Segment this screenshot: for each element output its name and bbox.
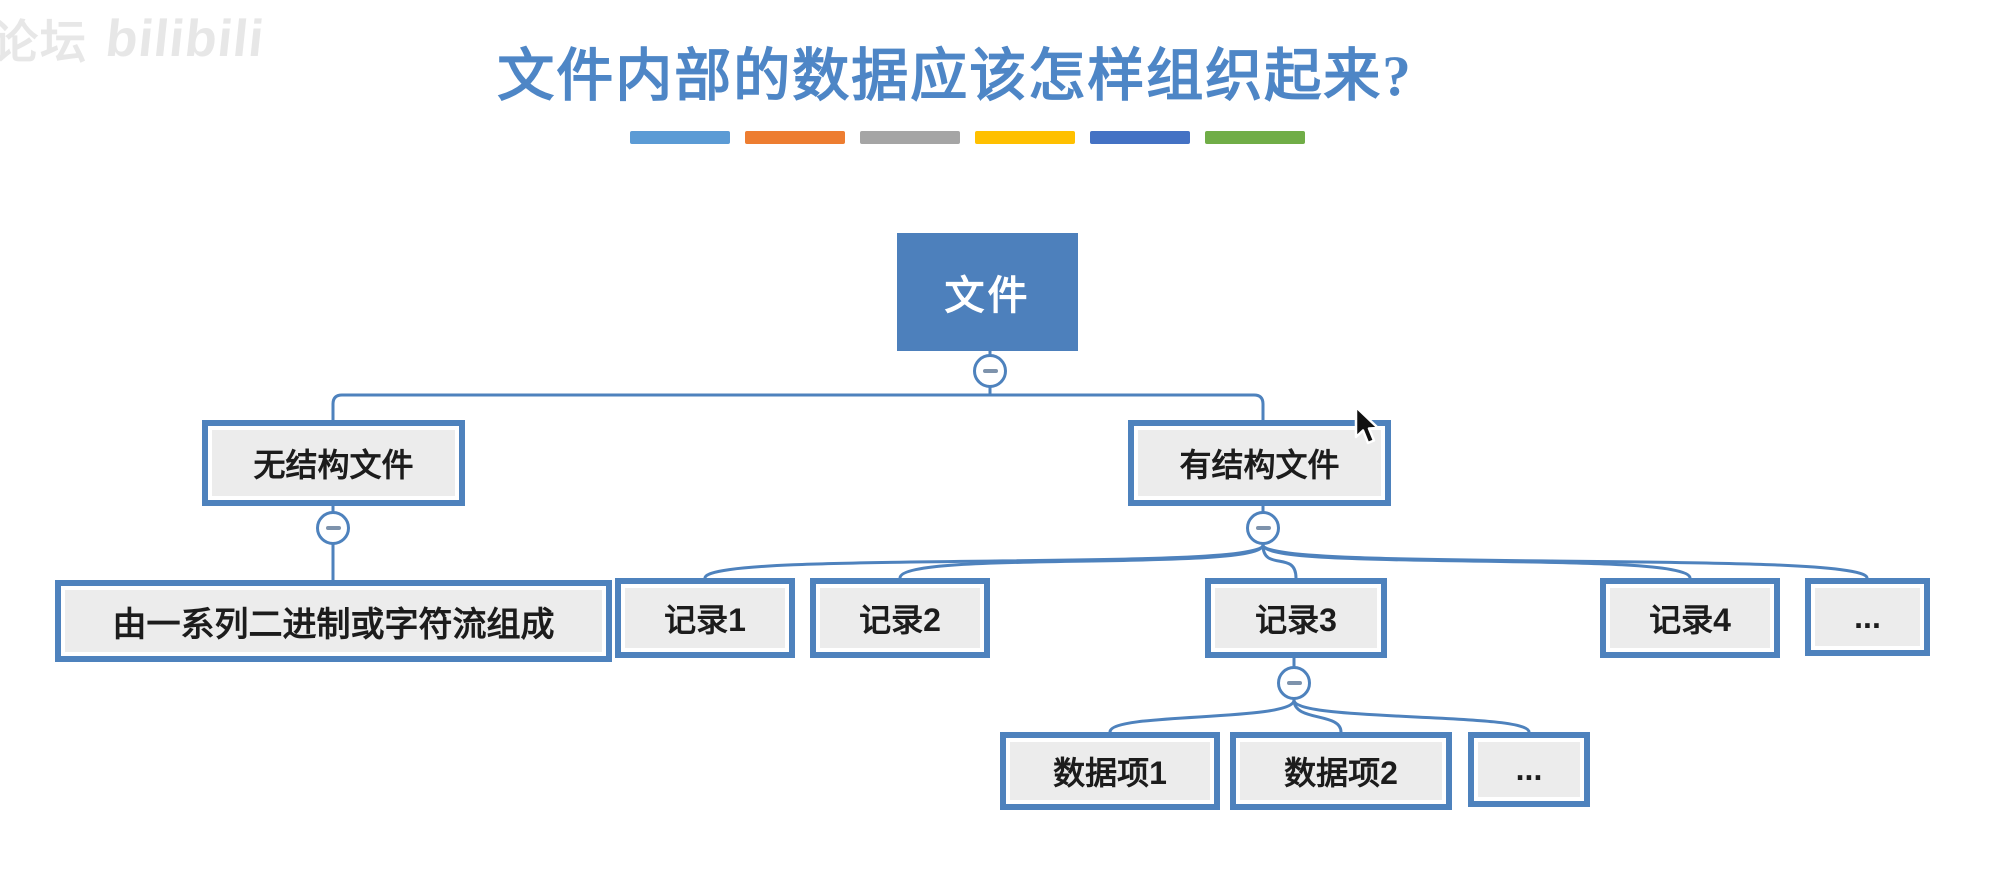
divider-segment bbox=[1205, 131, 1305, 144]
minus-icon bbox=[1255, 526, 1271, 530]
collapse-button-file[interactable] bbox=[973, 354, 1007, 388]
bilibili-watermark: 论坛 bilibili bbox=[0, 6, 267, 72]
node-structured-file: 有结构文件 bbox=[1128, 420, 1391, 506]
divider-segment bbox=[975, 131, 1075, 144]
node-record-3: 记录3 bbox=[1205, 578, 1387, 658]
node-file: 文件 bbox=[897, 233, 1078, 351]
minus-icon bbox=[325, 526, 341, 530]
node-record-1: 记录1 bbox=[615, 578, 795, 658]
watermark-cjk-text: 论坛 bbox=[0, 16, 88, 68]
node-data-item-1: 数据项1 bbox=[1000, 732, 1220, 810]
collapse-button-structured[interactable] bbox=[1246, 511, 1280, 545]
node-records-ellipsis: ... bbox=[1805, 578, 1930, 656]
node-byte-stream-description: 由一系列二进制或字符流组成 bbox=[55, 580, 612, 662]
node-data-item-2: 数据项2 bbox=[1230, 732, 1452, 810]
collapse-button-unstructured[interactable] bbox=[316, 511, 350, 545]
node-items-ellipsis: ... bbox=[1468, 732, 1590, 807]
divider-segment bbox=[1090, 131, 1190, 144]
divider-segment bbox=[745, 131, 845, 144]
divider-segment bbox=[860, 131, 960, 144]
divider-segment bbox=[630, 131, 730, 144]
collapse-button-record-3[interactable] bbox=[1277, 666, 1311, 700]
node-unstructured-file: 无结构文件 bbox=[202, 420, 465, 506]
arrow-cursor-icon bbox=[1354, 405, 1380, 445]
title-divider-bar bbox=[630, 131, 1305, 144]
minus-icon bbox=[982, 369, 998, 373]
node-record-2: 记录2 bbox=[810, 578, 990, 658]
node-record-4: 记录4 bbox=[1600, 578, 1780, 658]
minus-icon bbox=[1286, 681, 1302, 685]
slide-title: 文件内部的数据应该怎样组织起来? bbox=[497, 45, 1413, 108]
